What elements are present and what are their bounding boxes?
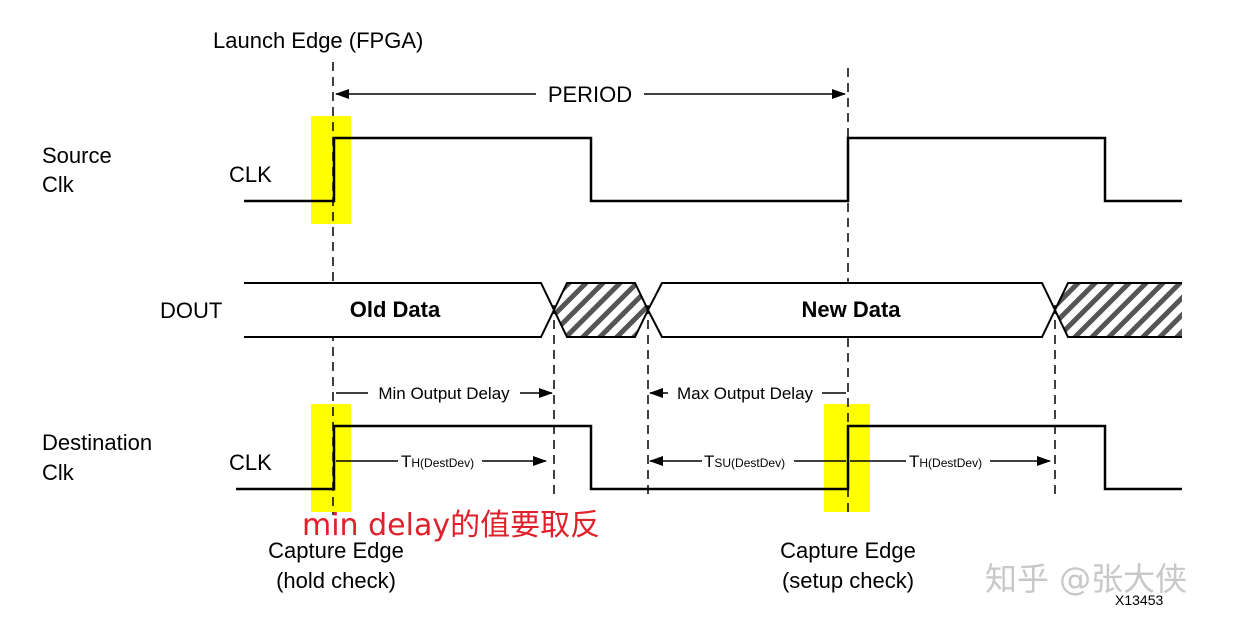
t-hold-label-left: TH(DestDev) xyxy=(401,452,474,471)
destination-clk-signal-label: CLK xyxy=(229,450,272,475)
capture-hold-label-line2: (hold check) xyxy=(276,568,396,593)
capture-setup-label-line2: (setup check) xyxy=(782,568,914,593)
capture-setup-label-line1: Capture Edge xyxy=(780,538,916,563)
t-hold-label-right: TH(DestDev) xyxy=(909,452,982,471)
min-output-delay-label: Min Output Delay xyxy=(378,384,510,403)
destination-clk-waveform xyxy=(236,424,1182,491)
old-data-label: Old Data xyxy=(350,297,441,322)
red-annotation: min delay的值要取反 xyxy=(302,508,600,543)
dout-transition-hatch-1 xyxy=(552,282,650,338)
capture-hold-label-line1: Capture Edge xyxy=(268,538,404,563)
t-setup-label: TSU(DestDev) xyxy=(704,452,785,471)
source-clk-waveform xyxy=(244,136,1182,203)
destination-clk-label-line1: Destination xyxy=(42,430,152,455)
launch-edge-highlight xyxy=(311,116,351,224)
watermark: 知乎 @张大侠 xyxy=(985,560,1187,598)
dout-label: DOUT xyxy=(160,298,222,323)
source-clk-label-line2: Clk xyxy=(42,172,75,197)
source-clk-signal-label: CLK xyxy=(229,162,272,187)
destination-clk-label-line2: Clk xyxy=(42,460,75,485)
source-clk-label-line1: Source xyxy=(42,143,112,168)
period-label: PERIOD xyxy=(548,82,632,107)
dout-new-data-segment xyxy=(646,282,1057,338)
new-data-label: New Data xyxy=(801,297,901,322)
figure-id: X13453 xyxy=(1115,592,1163,608)
hold-capture-highlight xyxy=(311,404,351,512)
dout-transition-hatch-2 xyxy=(1053,282,1182,338)
max-output-delay-label: Max Output Delay xyxy=(677,384,814,403)
launch-edge-label: Launch Edge (FPGA) xyxy=(213,28,423,53)
